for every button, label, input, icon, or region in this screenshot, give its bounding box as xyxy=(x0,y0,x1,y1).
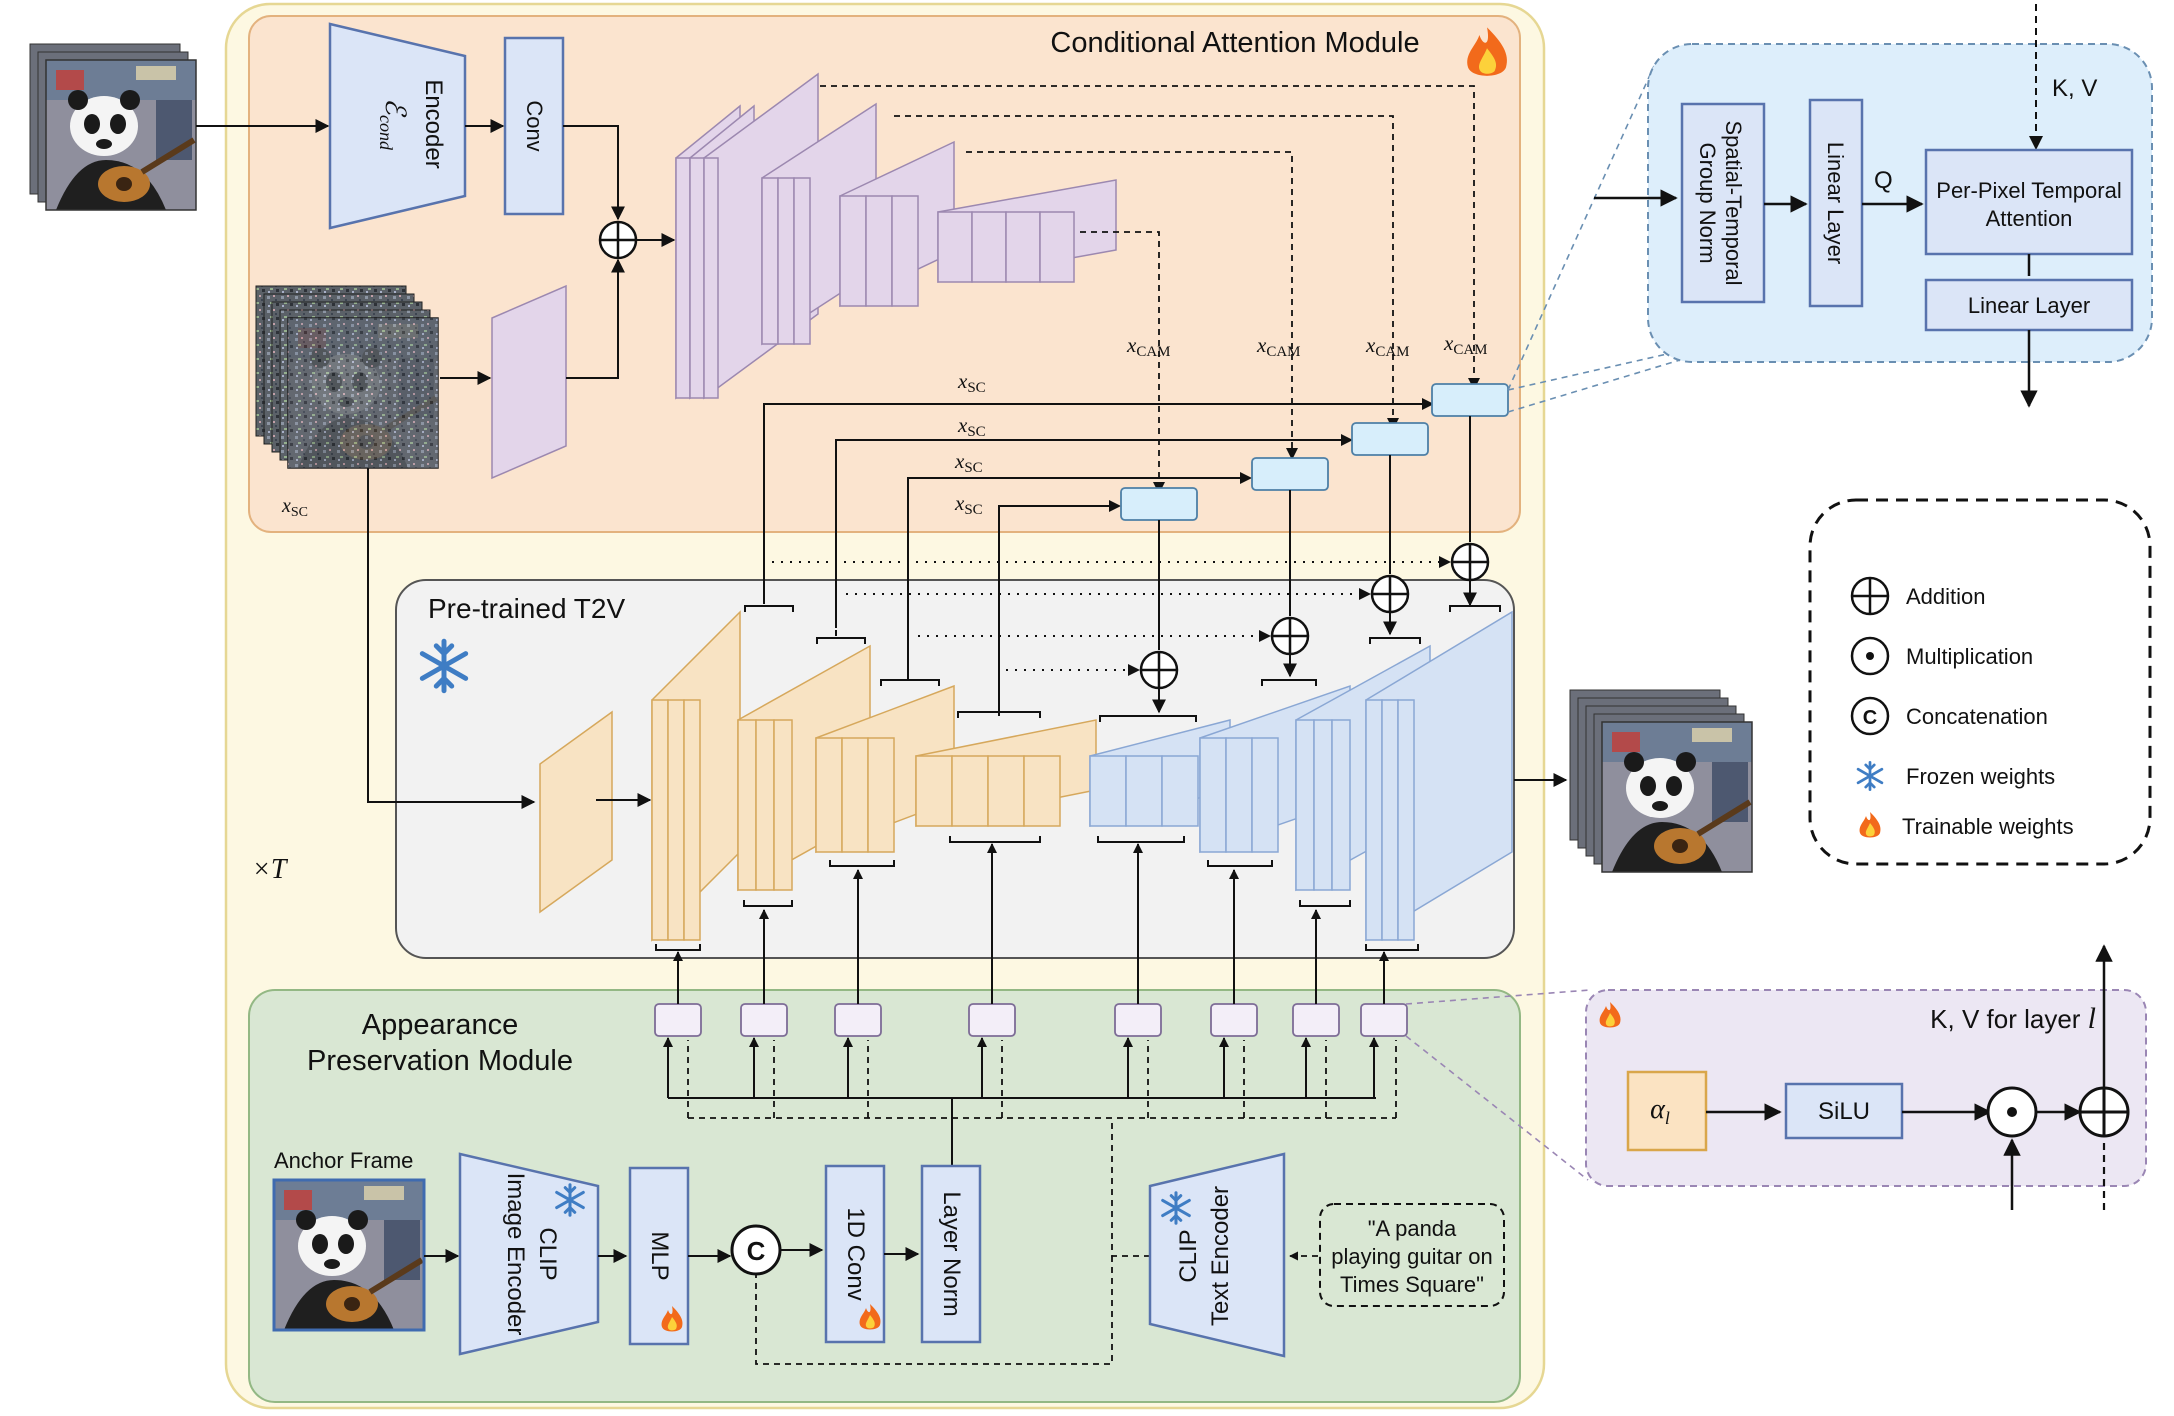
clip-text-line1: CLIP xyxy=(1175,1229,1202,1282)
times-t-label: ×T xyxy=(252,854,289,885)
clip-text-encoder: CLIP Text Encoder xyxy=(1148,1152,1286,1358)
unet-brackets xyxy=(655,598,1501,951)
cam-addition-icon xyxy=(598,220,638,260)
layer-norm-block: Layer Norm xyxy=(920,1164,982,1344)
conv1d-block: 1D Conv xyxy=(824,1164,886,1344)
kv-box-7 xyxy=(1292,1003,1340,1037)
latent-proj-block xyxy=(491,284,567,480)
cam-output-box-3 xyxy=(1351,422,1429,456)
per-pixel-attention-block: Per-Pixel Temporal Attention xyxy=(1924,148,2134,256)
unet-down-blocks xyxy=(651,610,1097,942)
apm-title-line1: Appearance xyxy=(362,1009,518,1041)
attention-line1: Per-Pixel Temporal xyxy=(1936,178,2121,203)
encoder-label: Encoder xyxy=(420,79,447,168)
clip-text-line2: Text Encoder xyxy=(1207,1186,1234,1326)
linear-layer-vertical: Linear Layer xyxy=(1808,98,1864,308)
cam-output-box-2 xyxy=(1251,457,1329,491)
legend-snowflake-icon xyxy=(1856,761,1884,791)
cam-output-box-1 xyxy=(1120,487,1198,521)
layer-norm-label: Layer Norm xyxy=(938,1191,965,1316)
legend-concatenation: Concatenation xyxy=(1906,704,2048,729)
input-video-frames xyxy=(29,43,196,210)
clip-image-line1: CLIP xyxy=(534,1227,561,1280)
prompt-line1: "A panda xyxy=(1368,1216,1457,1241)
kv-box-8 xyxy=(1360,1003,1408,1037)
text-prompt-box: "A panda playing guitar on Times Square" xyxy=(1319,1203,1505,1307)
noisy-latent-frames xyxy=(255,285,438,468)
alpha-block: αl xyxy=(1626,1070,1708,1152)
t2v-title: Pre-trained T2V xyxy=(428,593,625,624)
xsc-label-left: xSC xyxy=(281,495,308,520)
cam-output-box-4 xyxy=(1431,383,1509,417)
linear-layer-horizontal-label: Linear Layer xyxy=(1968,293,2090,318)
kv-layer-title: K, V for layer l xyxy=(1930,1002,2096,1035)
group-norm-line2: Group Norm xyxy=(1695,142,1720,263)
conv-label: Conv xyxy=(522,100,547,151)
addition-node-2 xyxy=(1270,616,1310,656)
xcam-label-1: xCAM xyxy=(1126,333,1171,360)
xsc-label-4: xSC xyxy=(954,491,983,518)
xcam-label-2: xCAM xyxy=(1256,333,1301,360)
encoder-block: Encoder ℰcond xyxy=(328,22,467,230)
legend-addition: Addition xyxy=(1906,584,1986,609)
anchor-frame-image xyxy=(274,1180,424,1330)
multiply-node xyxy=(1986,1086,2038,1138)
cam-encoder-stack xyxy=(675,72,1117,400)
conv1d-label: 1D Conv xyxy=(842,1207,869,1300)
apm-title-line2: Preservation Module xyxy=(307,1045,573,1077)
kv-box-2 xyxy=(740,1003,788,1037)
xcam-label-4: xCAM xyxy=(1443,331,1488,358)
legend-trainable: Trainable weights xyxy=(1902,814,2074,839)
concat-node: C xyxy=(730,1224,782,1276)
legend-frozen: Frozen weights xyxy=(1906,764,2055,789)
legend-concatenation-icon: C xyxy=(1850,696,1890,736)
conv-block: Conv xyxy=(503,36,565,216)
legend-addition-icon xyxy=(1850,576,1890,616)
prompt-line2: playing guitar on xyxy=(1331,1244,1492,1269)
xcam-label-3: xCAM xyxy=(1365,333,1410,360)
kv-addition-node xyxy=(2078,1086,2130,1138)
cam-title: Conditional Attention Module xyxy=(1050,27,1419,59)
kv-box-4 xyxy=(968,1003,1016,1037)
xsc-label-1: xSC xyxy=(957,369,986,396)
kv-box-5 xyxy=(1114,1003,1162,1037)
clip-image-line2: Image Encoder xyxy=(502,1173,529,1336)
kv-box-3 xyxy=(834,1003,882,1037)
xsc-label-3: xSC xyxy=(954,449,983,476)
prompt-line3: Times Square" xyxy=(1340,1272,1484,1297)
kv-box-1 xyxy=(654,1003,702,1037)
legend-box xyxy=(1808,498,2152,866)
addition-node-4 xyxy=(1450,542,1490,582)
kv-input-label: K, V xyxy=(2052,75,2097,102)
mlp-label: MLP xyxy=(646,1231,673,1280)
silu-label: SiLU xyxy=(1818,1098,1870,1125)
addition-node-3 xyxy=(1370,574,1410,614)
unet-up-blocks xyxy=(1089,610,1513,942)
xsc-label-2: xSC xyxy=(957,413,986,440)
group-norm-block: Spatial-Temporal Group Norm xyxy=(1680,102,1766,304)
attention-line2: Attention xyxy=(1986,206,2073,231)
encoder-symbol: ℰcond xyxy=(376,98,410,151)
alpha-label: αl xyxy=(1650,1094,1670,1128)
linear-layer-horizontal: Linear Layer xyxy=(1924,278,2134,332)
svg-text:C: C xyxy=(1863,707,1877,729)
legend-multiplication: Multiplication xyxy=(1906,644,2033,669)
concat-label: C xyxy=(747,1236,766,1266)
output-video-frames xyxy=(1569,689,1752,872)
mlp-block: MLP xyxy=(628,1166,690,1346)
clip-image-encoder: CLIP Image Encoder xyxy=(458,1152,600,1356)
group-norm-line1: Spatial-Temporal xyxy=(1721,120,1746,285)
legend-multiplication-icon xyxy=(1850,636,1890,676)
q-label: Q xyxy=(1874,167,1893,194)
anchor-frame-label: Anchor Frame xyxy=(274,1148,413,1173)
silu-block: SiLU xyxy=(1784,1082,1904,1140)
t2v-input-block xyxy=(539,710,613,914)
addition-node-1 xyxy=(1139,650,1179,690)
kv-box-6 xyxy=(1210,1003,1258,1037)
linear-layer-vertical-label: Linear Layer xyxy=(1823,142,1848,264)
legend-flame-icon xyxy=(1859,812,1881,838)
